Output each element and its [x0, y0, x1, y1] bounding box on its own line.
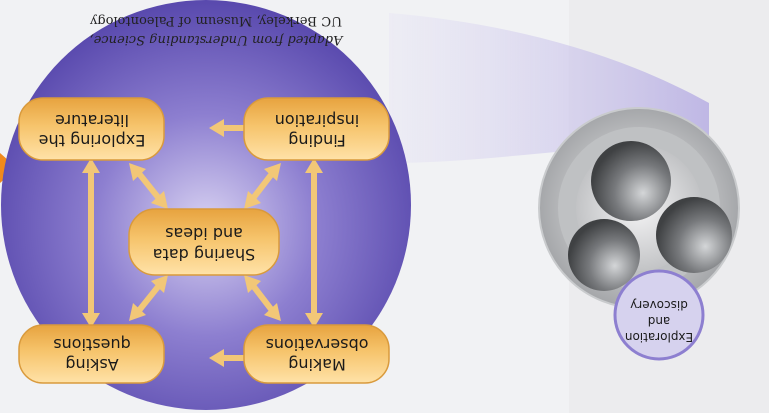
credit-line-2: UC Berkeley, Museum of Paleontology — [89, 13, 342, 28]
node-label-line-1: Asking — [65, 355, 118, 374]
sphere-icon — [656, 197, 732, 273]
node-label-line-1: Sharing data — [153, 245, 256, 264]
node-label-line-2: and ideas — [165, 224, 243, 243]
node-making-observations: Making observations — [244, 325, 389, 383]
node-asking-questions: Asking questions — [19, 325, 164, 383]
node-label-line-2: literature — [55, 111, 129, 130]
node-label-line-1: Making — [288, 355, 346, 374]
callout-line-2: and — [648, 314, 671, 328]
node-label-line-2: observations — [266, 335, 369, 354]
callout-line-3: discovery — [630, 298, 688, 312]
node-label-line-2: questions — [53, 335, 130, 354]
credit-line-1: Adapted from Understanding Science, — [90, 32, 344, 47]
node-sharing-data: Sharing data and ideas — [129, 209, 279, 275]
node-label-line-1: Exploring the — [39, 131, 146, 150]
node-label-line-2: inspiration — [275, 111, 360, 130]
sphere-icon — [591, 141, 671, 221]
node-label-line-1: Finding — [288, 131, 346, 150]
node-finding-inspiration: Finding inspiration — [244, 98, 389, 160]
sphere-icon — [568, 219, 640, 291]
node-exploring-literature: Exploring the literature — [19, 98, 164, 160]
callout-line-1: Exploration — [625, 330, 693, 344]
